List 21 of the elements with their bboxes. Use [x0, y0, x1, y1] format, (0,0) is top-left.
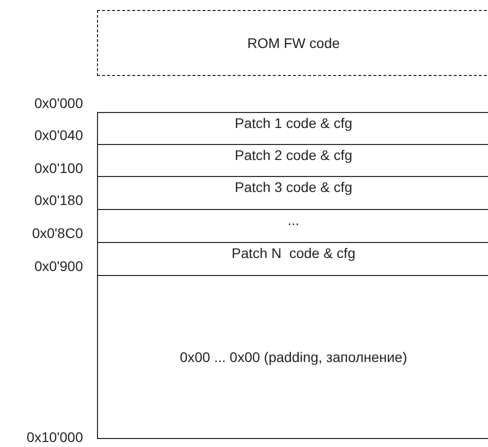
region-label: Patch 1 code & cfg: [234, 114, 354, 132]
region-label: Patch 2 code & cfg: [234, 146, 354, 164]
region-label: ROM FW code: [246, 34, 341, 52]
region-label: ...: [286, 211, 300, 229]
address-label: 0x0'900: [34, 258, 83, 274]
address-label: 0x0'8C0: [32, 225, 83, 241]
memory-region: [97, 242, 488, 276]
address-label: 0x0'100: [34, 160, 83, 176]
memory-region: [97, 112, 488, 146]
address-label: 0x0'000: [34, 95, 83, 111]
memory-region: [97, 275, 488, 438]
dashed-box: [97, 10, 488, 76]
address-label: 0x0'040: [34, 127, 83, 143]
memory-region: [97, 144, 488, 178]
address-label: 0x0'180: [34, 192, 83, 208]
address-label: 0x10'000: [26, 429, 83, 445]
memory-region: [97, 176, 488, 210]
region-label: 0x00 ... 0x00 (padding, заполнение): [178, 348, 408, 366]
region-label: Patch 3 code & cfg: [234, 178, 354, 196]
region-label: Patch N code & cfg: [230, 244, 356, 262]
memory-region: [97, 209, 488, 244]
